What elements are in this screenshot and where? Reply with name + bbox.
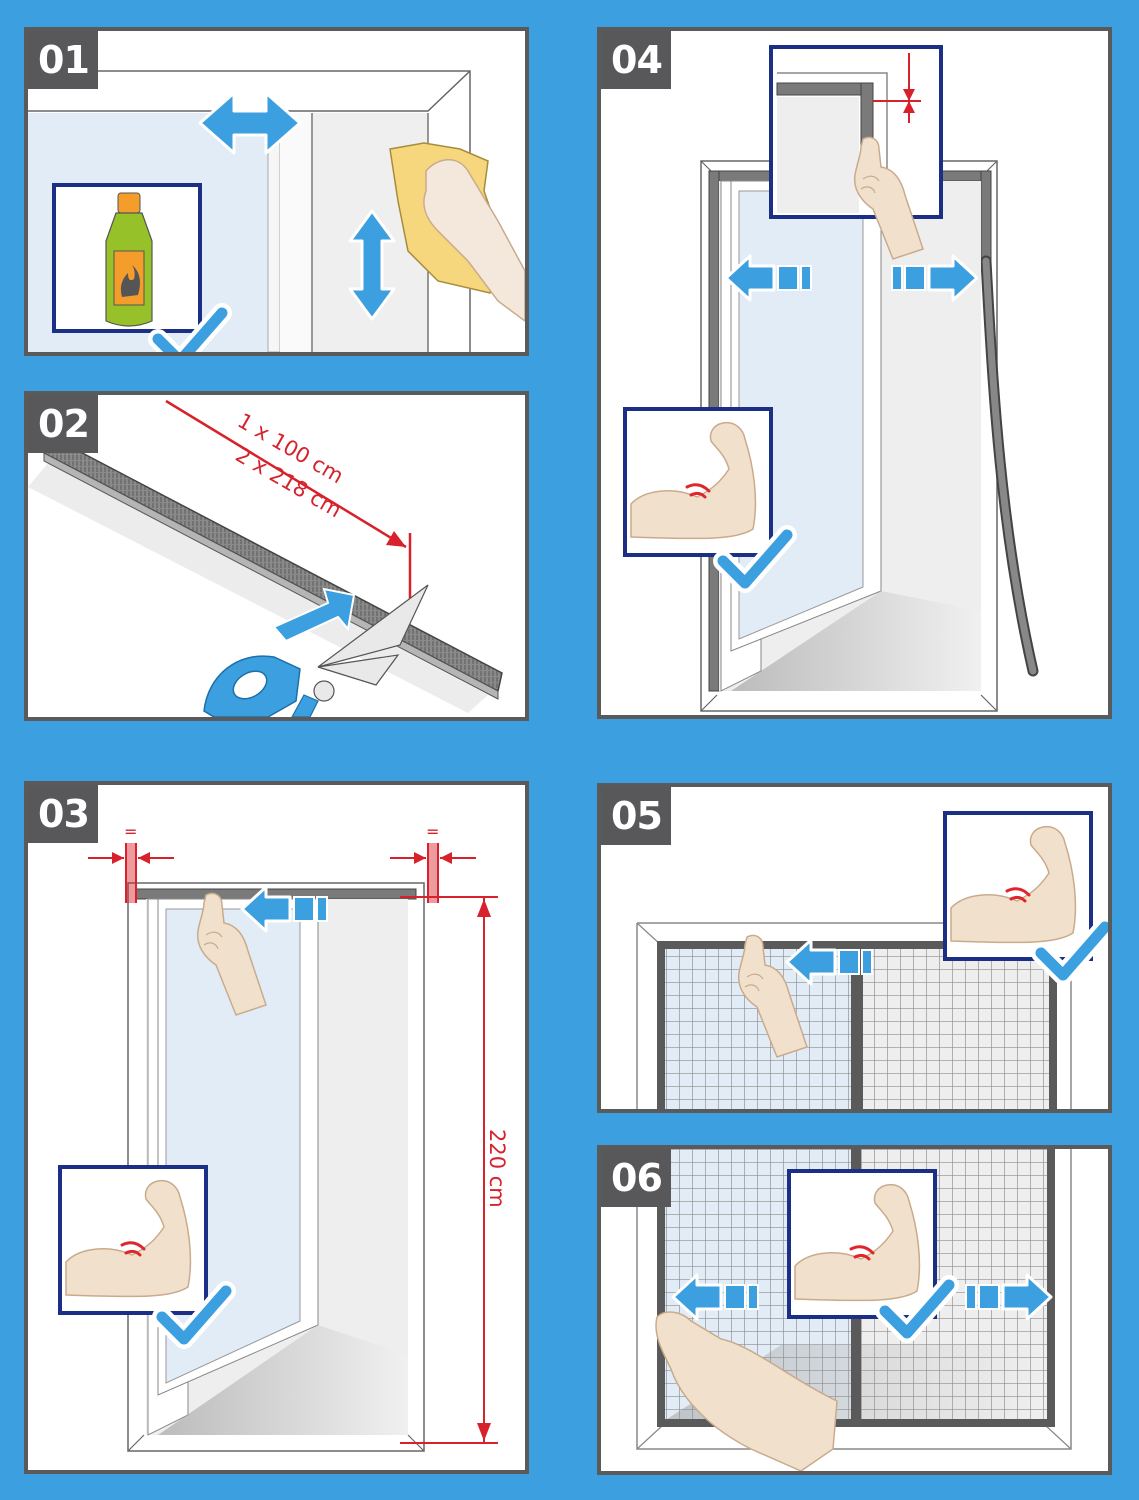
step-04-illustration bbox=[623, 45, 1039, 712]
step-number-badge: 02 bbox=[28, 395, 98, 453]
step-number-badge: 03 bbox=[28, 785, 98, 843]
step-04-panel: 04 bbox=[597, 27, 1112, 719]
step-05-panel: 05 bbox=[597, 783, 1112, 1113]
step-01-panel: 01 bbox=[24, 27, 529, 356]
hand-with-cloth-icon bbox=[389, 142, 525, 322]
hand-press-icon bbox=[655, 1311, 838, 1471]
cleaning-spray-bottle-icon bbox=[52, 183, 202, 333]
step-number-badge: 04 bbox=[601, 31, 671, 89]
step-06-panel: 06 bbox=[597, 1145, 1112, 1475]
strong-arm-icon bbox=[943, 811, 1093, 961]
scissors-icon bbox=[203, 584, 429, 717]
strong-arm-icon bbox=[58, 1165, 208, 1315]
strong-arm-icon bbox=[623, 407, 773, 557]
strong-arm-icon bbox=[787, 1169, 937, 1319]
equal-margin-right-marker: = bbox=[390, 822, 476, 903]
step-number-badge: 01 bbox=[28, 31, 98, 89]
push-arrow-icon bbox=[272, 587, 356, 643]
step-number-badge: 05 bbox=[601, 787, 671, 845]
step-03-illustration: = = 220 cm bbox=[58, 822, 509, 1452]
vertical-arrow-icon bbox=[348, 209, 396, 321]
equal-margin-left-marker: = bbox=[88, 822, 174, 903]
horizontal-arrow-icon bbox=[198, 91, 302, 155]
svg-text:=: = bbox=[124, 822, 137, 841]
step-01-illustration bbox=[28, 31, 525, 352]
step-03-panel: 03 = = bbox=[24, 781, 529, 1474]
step-06-illustration bbox=[636, 1149, 1072, 1471]
step-02-illustration: 1 x 100 cm 2 x 218 cm bbox=[28, 399, 503, 717]
height-dimension: 220 cm bbox=[400, 896, 509, 1444]
step-02-panel: 02 1 x 100 cm 2 x 218 cm bbox=[24, 391, 529, 721]
corner-detail-inset bbox=[769, 45, 943, 260]
step-05-illustration bbox=[636, 811, 1108, 1109]
svg-text:=: = bbox=[426, 822, 439, 841]
step-number-badge: 06 bbox=[601, 1149, 671, 1207]
height-label: 220 cm bbox=[485, 1129, 509, 1208]
